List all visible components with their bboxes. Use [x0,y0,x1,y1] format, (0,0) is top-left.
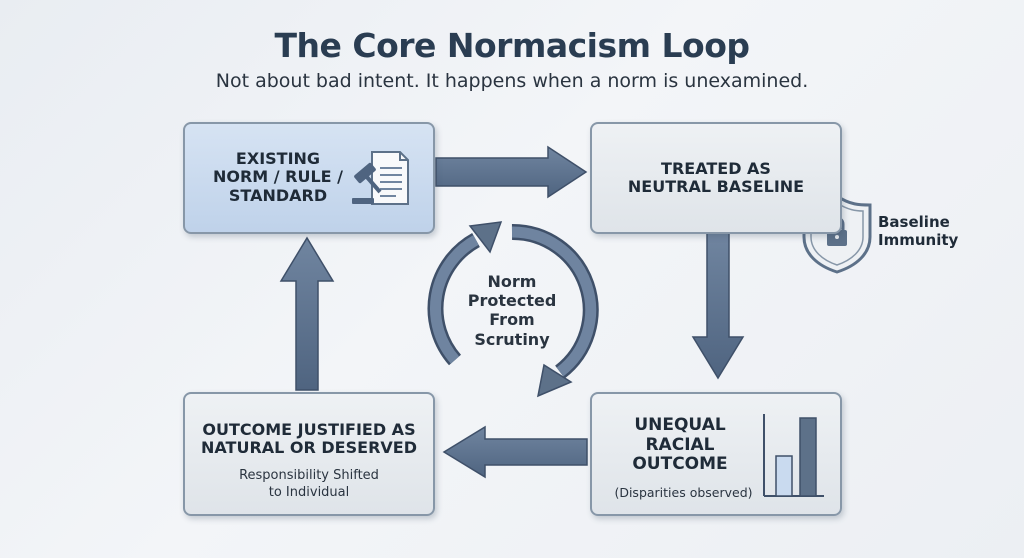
gavel-document-icon [352,151,409,205]
neutral-baseline-box: TREATED AS NEUTRAL BASELINE [590,122,842,234]
norm-box: EXISTING NORM / RULE / STANDARD [183,122,435,234]
arrow-outcome-to-justified [442,425,588,479]
bar-chart-icon [763,414,824,497]
outcome-justified-box: OUTCOME JUSTIFIED AS NATURAL OR DESERVED… [183,392,435,516]
diagram-subtitle: Not about bad intent. It happens when a … [215,70,809,92]
justified-box-label: OUTCOME JUSTIFIED AS NATURAL OR DESERVED [201,420,417,458]
neutral-box-label: TREATED AS NEUTRAL BASELINE [627,159,805,197]
justified-box-note: Responsibility Shifted to Individual [239,468,379,500]
diagram-title: The Core Normacism Loop [274,26,750,65]
norm-box-label: EXISTING NORM / RULE / STANDARD [212,149,344,205]
outcome-box-note: (Disparities observed) [614,485,753,500]
arrow-neutral-to-outcome [691,232,745,380]
arrow-justified-to-norm [279,236,335,391]
cycle-arrows-icon [427,221,599,398]
baseline-immunity-label: Baseline Immunity [878,213,959,249]
unequal-outcome-box: UNEQUAL RACIAL OUTCOME (Disparities obse… [590,392,842,516]
center-cycle-label: Norm Protected From Scrutiny [467,272,557,349]
outcome-box-label: UNEQUAL RACIAL OUTCOME [632,415,728,475]
arrow-norm-to-neutral [435,145,588,199]
